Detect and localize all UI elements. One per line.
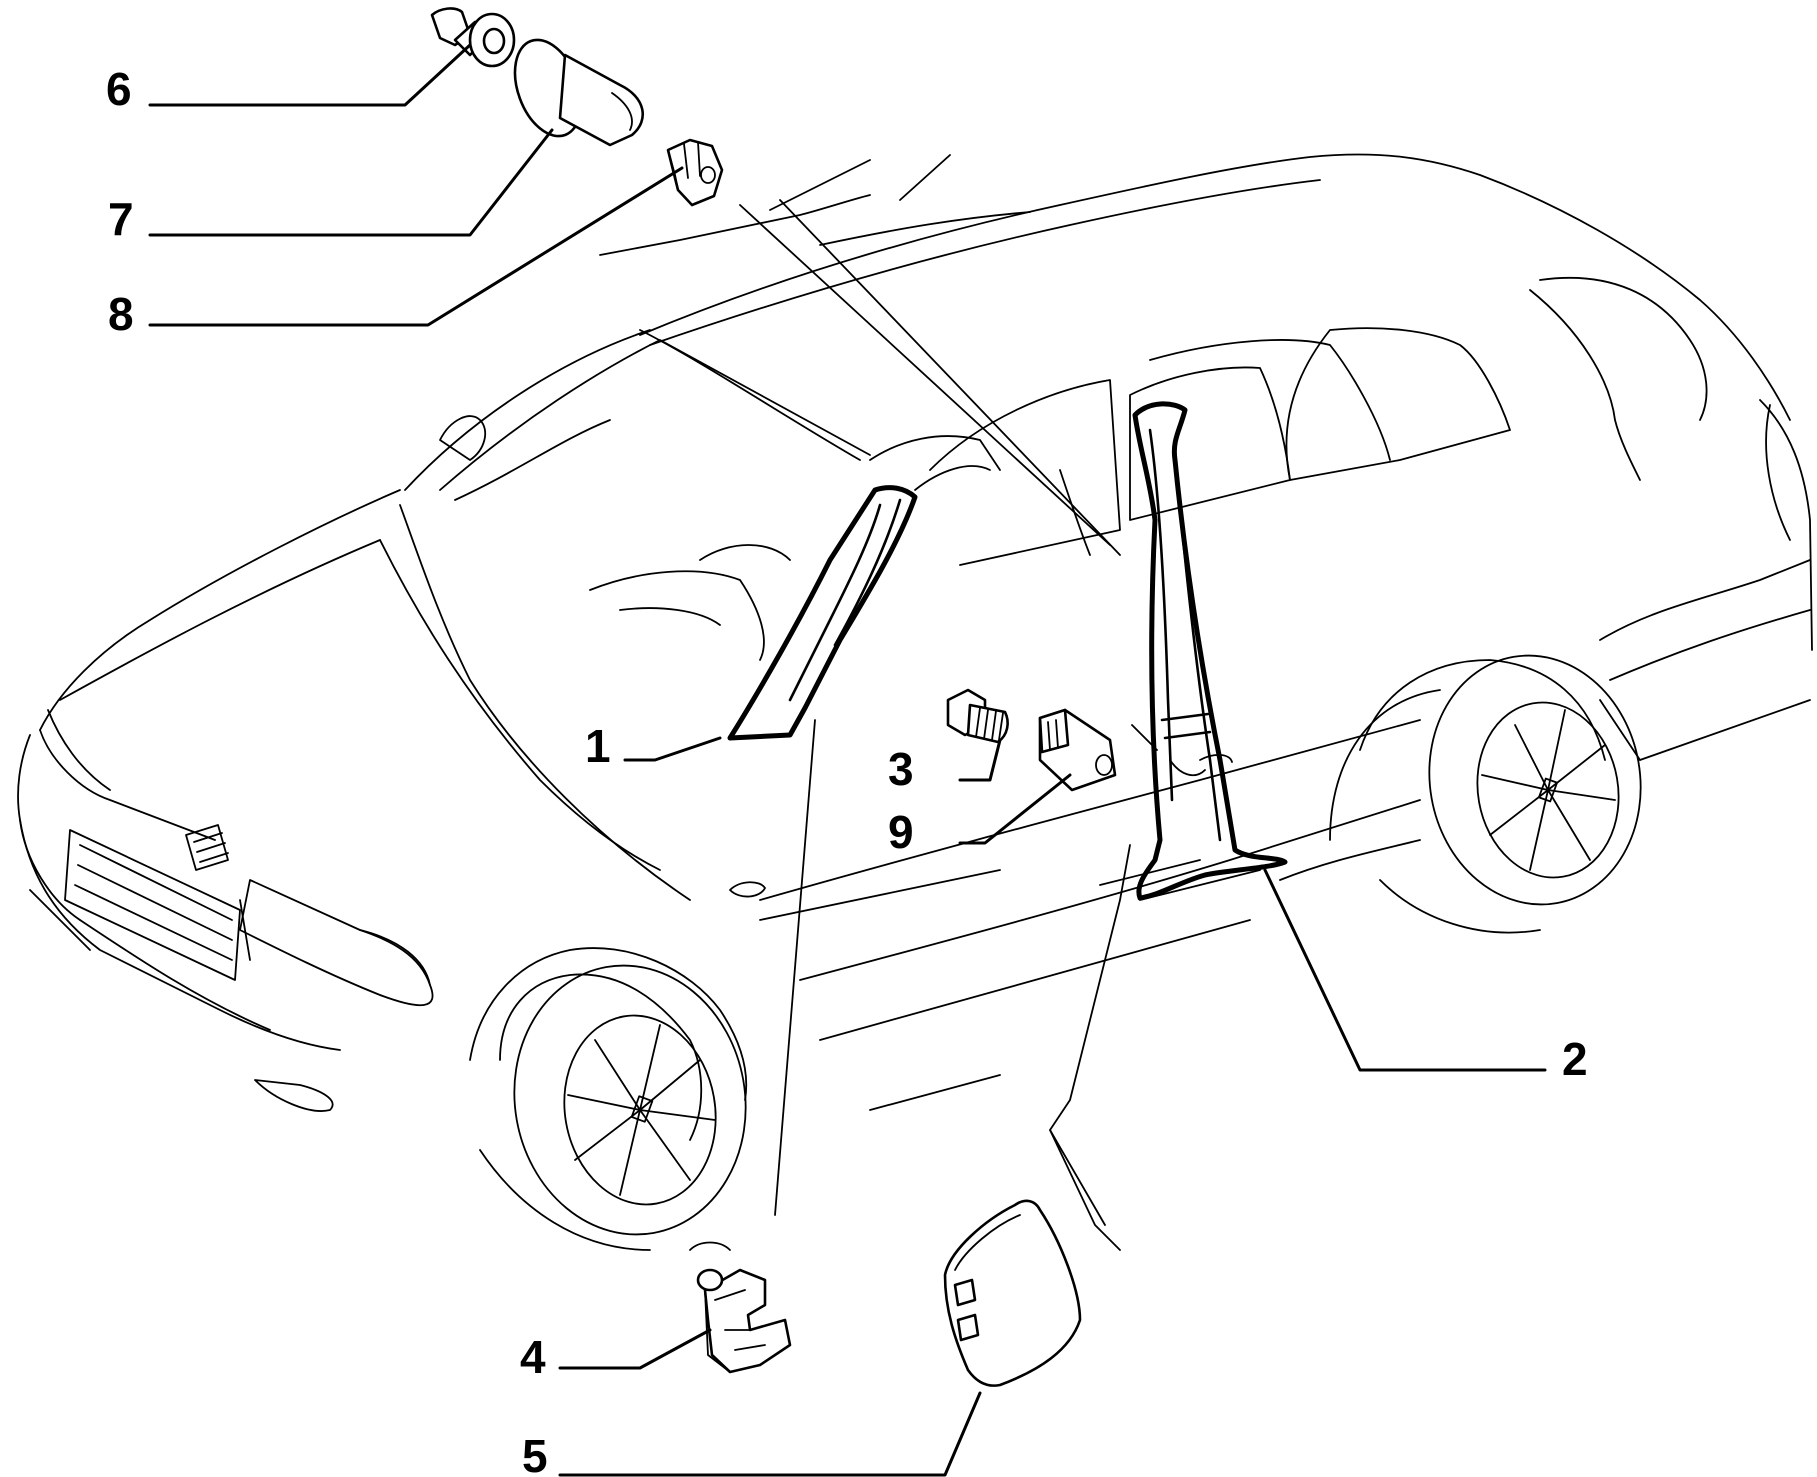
part-7-plug — [513, 38, 644, 147]
part-9-clip — [1038, 708, 1117, 792]
part-8-clip — [666, 138, 724, 207]
callout-labels: 6 7 8 1 3 9 2 4 5 — [106, 63, 1588, 1477]
car-body-outline — [17, 153, 1813, 1251]
leader-lines — [148, 43, 1547, 1477]
callout-2: 2 — [1562, 1033, 1588, 1085]
part-1-a-pillar-trim — [727, 485, 918, 741]
callout-8: 8 — [108, 288, 134, 340]
part-5-cover — [943, 1199, 1082, 1387]
callout-9: 9 — [888, 806, 914, 858]
callout-6: 6 — [106, 63, 132, 115]
callout-7: 7 — [108, 193, 134, 245]
callout-3: 3 — [888, 743, 914, 795]
callout-1: 1 — [585, 720, 611, 772]
part-6-push-pin — [430, 7, 516, 68]
callout-4: 4 — [520, 1331, 546, 1383]
part-3-screw — [946, 688, 1009, 744]
callout-5: 5 — [522, 1430, 548, 1477]
part-4-bracket — [689, 1241, 792, 1374]
part-2-b-pillar-trim — [1132, 401, 1288, 901]
